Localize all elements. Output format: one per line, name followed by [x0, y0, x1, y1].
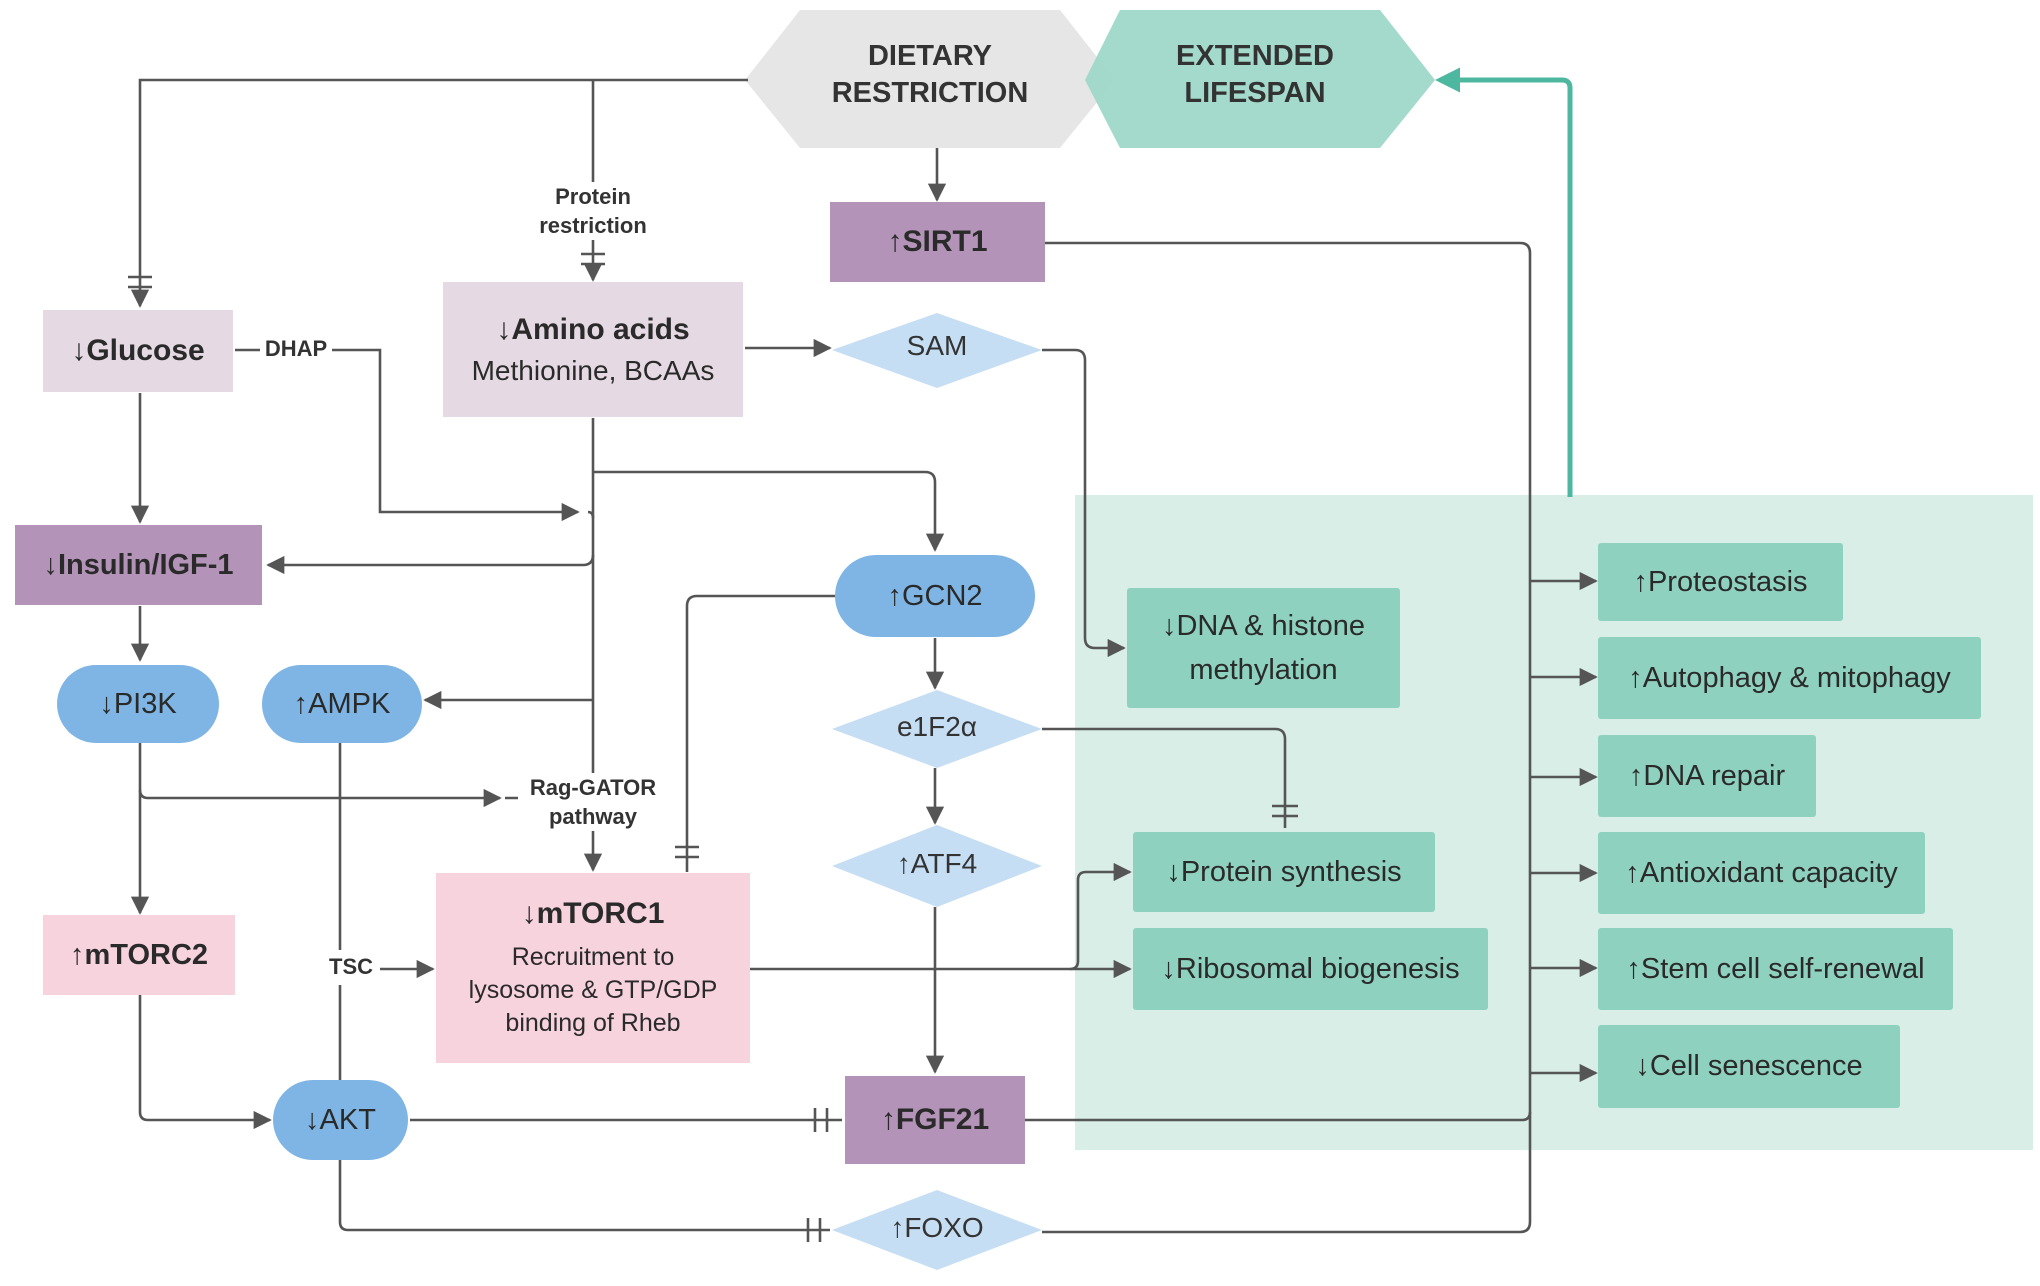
antioxidant-capacity-node: ↑Antioxidant capacity	[1598, 832, 1925, 914]
pi3k-node: ↓PI3K	[57, 665, 219, 743]
edge-mtorc1-protein-synthesis	[1069, 862, 1132, 971]
foxo-label: ↑FOXO	[890, 1212, 984, 1243]
dhap-label: DHAP	[260, 334, 332, 363]
ribosomal-biogenesis-node: ↓Ribosomal biogenesis	[1133, 928, 1488, 1010]
dna-repair-node: ↑DNA repair	[1598, 735, 1816, 817]
sam-label: SAM	[906, 330, 968, 361]
dietary-restriction-hexagon	[745, 10, 1115, 148]
extended-lifespan-hexagon	[1085, 10, 1435, 148]
protein-synthesis-node: ↓Protein synthesis	[1133, 832, 1435, 912]
mtorc2-node: ↑mTORC2	[43, 915, 235, 995]
edge-pi3k-raggator	[138, 742, 502, 808]
edge-sam-dna-methylation	[1042, 348, 1126, 658]
edge-dr-glucose	[130, 78, 748, 308]
sirt1-node: ↑SIRT1	[830, 202, 1045, 282]
edge-e1f2a-protein-synthesis	[1042, 727, 1287, 828]
insulin-igf1-node: ↓Insulin/IGF-1	[15, 525, 262, 605]
atf4-diamond	[832, 825, 1042, 907]
proteostasis-node: ↑Proteostasis	[1598, 543, 1843, 621]
fgf21-node: ↑FGF21	[845, 1076, 1025, 1164]
edge-panel-lifespan	[1435, 67, 1573, 497]
gcn2-node: ↑GCN2	[835, 555, 1035, 637]
amino-acids-node: ↓Amino acids Methionine, BCAAs	[443, 282, 743, 417]
edge-aminoacids-insulin	[266, 554, 595, 575]
edge-sirt1-bus	[1042, 241, 1532, 1234]
atf4-label: ↑ATF4	[896, 848, 978, 879]
stem-cell-self-renewal-node: ↑Stem cell self-renewal	[1598, 928, 1953, 1010]
sam-diamond	[832, 313, 1042, 388]
e1f2a-label: e1F2α	[896, 711, 977, 742]
glucose-node: ↓Glucose	[43, 310, 233, 392]
edge-akt-foxo	[338, 1160, 830, 1232]
edge-fgf21-bus	[1025, 1111, 1532, 1122]
edge-gcn2-mtorc1	[685, 594, 835, 872]
autophagy-mitophagy-node: ↑Autophagy & mitophagy	[1598, 637, 1981, 719]
akt-node: ↓AKT	[273, 1080, 408, 1160]
e1f2a-diamond	[832, 690, 1042, 768]
ampk-node: ↑AMPK	[262, 665, 422, 743]
cell-senescence-node: ↓Cell senescence	[1598, 1025, 1900, 1108]
mtorc1-node: ↓mTORC1 Recruitment to lysosome & GTP/GD…	[436, 873, 750, 1063]
tsc-label: TSC	[322, 952, 380, 981]
foxo-diamond	[832, 1190, 1042, 1270]
edge-mtorc2-akt	[138, 995, 272, 1130]
